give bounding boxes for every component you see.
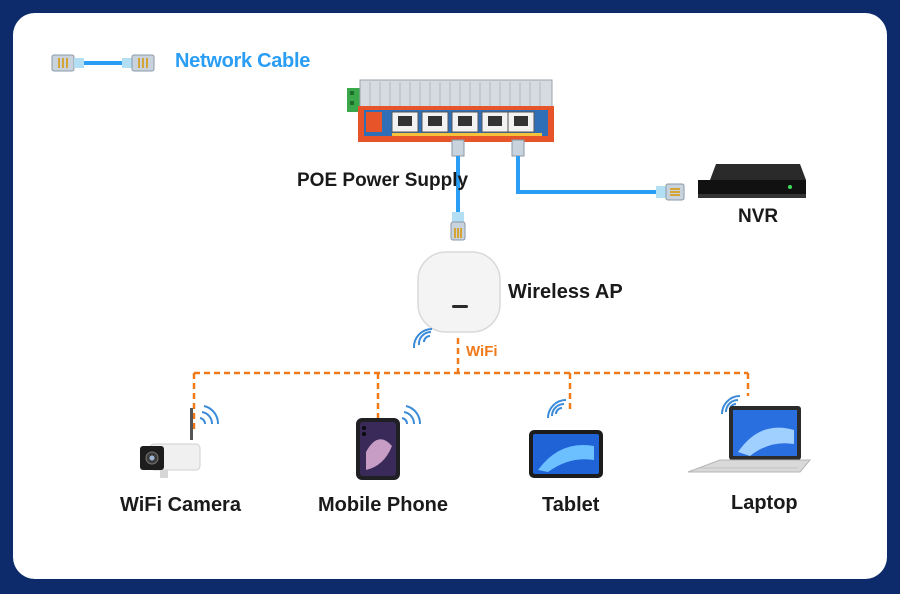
wifi-label: WiFi — [466, 343, 498, 360]
laptop-icon — [687, 406, 812, 473]
wireless-ap-label: Wireless AP — [508, 281, 623, 303]
poe-switch-icon — [347, 79, 554, 142]
poe-to-nvr-cable — [511, 139, 685, 201]
laptop-label: Laptop — [731, 492, 798, 514]
wifi-camera-label: WiFi Camera — [120, 494, 241, 516]
tablet-label: Tablet — [542, 494, 600, 516]
wifi-links — [192, 338, 750, 432]
camera-wifi-signal-icon — [199, 405, 220, 425]
wifi-camera-icon — [140, 408, 201, 478]
tablet-icon — [529, 430, 603, 478]
phone-wifi-signal-icon — [401, 405, 422, 425]
mobile-phone-icon — [356, 418, 400, 480]
network-cable-legend-icon — [51, 54, 155, 72]
mobile-phone-label: Mobile Phone — [318, 494, 448, 516]
nvr-label: NVR — [738, 206, 779, 227]
poe-to-ap-cable — [450, 139, 466, 241]
wireless-ap-icon — [417, 251, 501, 333]
network-cable-label: Network Cable — [175, 50, 311, 72]
ap-wifi-signal-icon — [412, 327, 433, 349]
poe-power-supply-label: POE Power Supply — [297, 170, 469, 191]
tablet-wifi-signal-icon — [547, 399, 567, 419]
nvr-icon — [698, 164, 806, 198]
